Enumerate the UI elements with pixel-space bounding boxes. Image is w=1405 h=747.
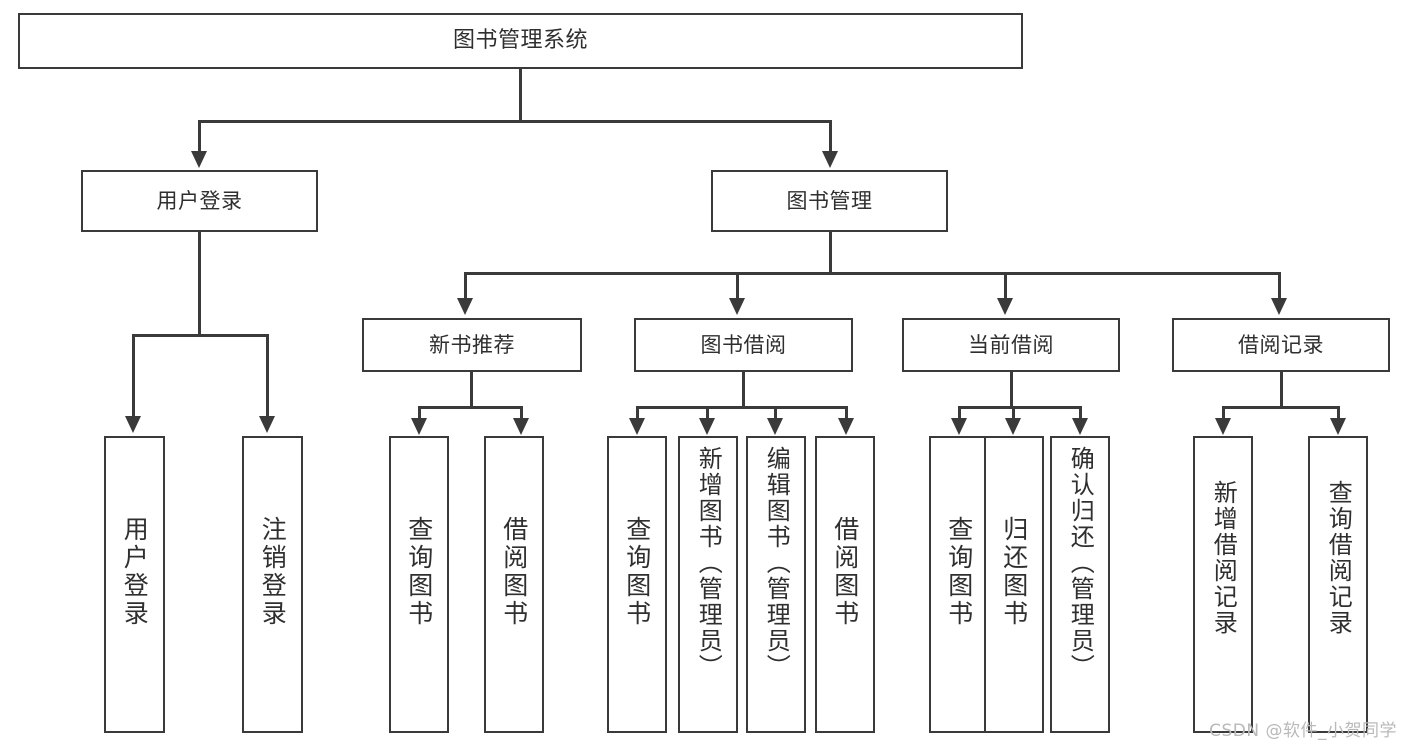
node-label: 借阅图书 (499, 516, 529, 628)
node-label: 查询图书 (404, 516, 434, 628)
connector-current-borrow-stem (1010, 372, 1013, 408)
node-leaf-user-logout[interactable]: 注销登录 (242, 436, 303, 733)
node-label: 归还图书 (999, 516, 1029, 628)
node-leaf-borrow-book-new-recommend[interactable]: 借阅图书 (484, 436, 544, 733)
connector-current-borrow-to-leaf-1 (958, 406, 961, 420)
arrowhead-leaf-add-book (699, 418, 715, 435)
node-label: 新增图书（管理员） (694, 446, 723, 680)
arrowhead-leaf-user-login (125, 416, 141, 433)
connector-user-login-bus (132, 334, 269, 337)
connector-book-borrow-to-leaf-3 (774, 406, 777, 420)
connector-borrow-record-bus (1222, 406, 1340, 409)
node-leaf-query-book-borrow[interactable]: 查询图书 (607, 436, 667, 733)
node-new-book-recommend[interactable]: 新书推荐 (362, 318, 582, 372)
connector-new-book-to-leaf-1 (418, 406, 421, 420)
connector-book-borrow-to-leaf-2 (706, 406, 709, 420)
arrowhead-leaf-borrow-book-1 (513, 418, 529, 435)
connector-book-manage-stem (829, 232, 832, 274)
node-leaf-borrow-book-borrow[interactable]: 借阅图书 (815, 436, 875, 733)
connector-book-manage-bus (464, 272, 1281, 275)
node-label: 查询借阅记录 (1324, 480, 1353, 636)
node-label: 图书管理 (786, 188, 873, 213)
node-label: 用户登录 (120, 516, 150, 628)
node-label: 查询图书 (944, 516, 974, 628)
connector-root-bus (198, 120, 832, 123)
arrowhead-new-book-recommend (457, 298, 473, 315)
connector-borrow-record-to-leaf-2 (1337, 406, 1340, 420)
node-leaf-query-book-current[interactable]: 查询图书 (929, 436, 989, 733)
connector-book-manage-to-new-book (464, 272, 467, 300)
connector-user-login-to-leaf-1 (132, 334, 135, 418)
node-label: 图书管理系统 (452, 28, 588, 54)
arrowhead-leaf-borrow-book-2 (838, 418, 854, 435)
node-label: 当前借阅 (968, 332, 1054, 357)
node-leaf-query-book-new-recommend[interactable]: 查询图书 (389, 436, 449, 733)
connector-new-book-stem (470, 372, 473, 408)
node-label: 用户登录 (156, 188, 243, 213)
connector-book-borrow-stem (742, 372, 745, 408)
connector-user-login-stem (198, 232, 201, 336)
node-leaf-add-borrow-record[interactable]: 新增借阅记录 (1193, 436, 1253, 733)
connector-root-to-user-login (198, 120, 201, 153)
arrowhead-book-borrow (729, 298, 745, 315)
arrowhead-leaf-edit-book (767, 418, 783, 435)
connector-root-stem (519, 69, 522, 122)
node-label: 借阅图书 (830, 516, 860, 628)
node-leaf-confirm-return-admin[interactable]: 确认归还（管理员） (1050, 436, 1110, 733)
arrowhead-book-manage (822, 151, 838, 168)
node-leaf-user-login[interactable]: 用户登录 (104, 436, 165, 733)
connector-book-manage-to-book-borrow (736, 272, 739, 300)
connector-current-borrow-to-leaf-3 (1079, 406, 1082, 420)
arrowhead-leaf-query-record (1330, 418, 1346, 435)
node-borrow-record[interactable]: 借阅记录 (1172, 318, 1390, 372)
node-label: 新增借阅记录 (1209, 480, 1238, 636)
node-book-borrow[interactable]: 图书借阅 (634, 318, 853, 372)
node-label: 新书推荐 (429, 332, 515, 357)
arrowhead-borrow-record (1271, 298, 1287, 315)
arrowhead-leaf-add-record (1215, 418, 1231, 435)
connector-new-book-bus (418, 406, 523, 409)
connector-book-borrow-to-leaf-1 (636, 406, 639, 420)
connector-book-manage-to-current-borrow (1004, 272, 1007, 300)
node-label: 编辑图书（管理员） (762, 446, 791, 680)
node-root-book-management-system[interactable]: 图书管理系统 (18, 13, 1023, 69)
node-label: 借阅记录 (1238, 332, 1324, 357)
node-label: 注销登录 (258, 516, 288, 628)
connector-root-to-book-manage (829, 120, 832, 153)
node-leaf-return-book[interactable]: 归还图书 (984, 436, 1044, 733)
arrowhead-current-borrow (997, 298, 1013, 315)
node-leaf-query-borrow-record[interactable]: 查询借阅记录 (1308, 436, 1368, 733)
arrowhead-leaf-query-book-1 (411, 418, 427, 435)
connector-current-borrow-bus (958, 406, 1082, 409)
connector-book-borrow-bus (636, 406, 848, 409)
connector-book-manage-to-borrow-record (1278, 272, 1281, 300)
arrowhead-leaf-confirm-return (1072, 418, 1088, 435)
arrowhead-leaf-query-book-2 (629, 418, 645, 435)
connector-current-borrow-to-leaf-2 (1012, 406, 1015, 420)
node-label: 查询图书 (622, 516, 652, 628)
node-user-login[interactable]: 用户登录 (81, 170, 318, 232)
arrowhead-leaf-user-logout (259, 416, 275, 433)
connector-new-book-to-leaf-2 (520, 406, 523, 420)
arrowhead-user-login (191, 151, 207, 168)
node-leaf-add-book-admin[interactable]: 新增图书（管理员） (678, 436, 738, 733)
connector-borrow-record-stem (1280, 372, 1283, 408)
node-leaf-edit-book-admin[interactable]: 编辑图书（管理员） (746, 436, 806, 733)
node-label: 图书借阅 (700, 332, 787, 357)
arrowhead-leaf-query-book-3 (951, 418, 967, 435)
connector-borrow-record-to-leaf-1 (1222, 406, 1225, 420)
arrowhead-leaf-return-book (1005, 418, 1021, 435)
node-book-management[interactable]: 图书管理 (711, 170, 948, 232)
node-current-borrow[interactable]: 当前借阅 (902, 318, 1120, 372)
node-label: 确认归还（管理员） (1066, 446, 1095, 680)
connector-user-login-to-leaf-2 (266, 334, 269, 418)
connector-book-borrow-to-leaf-4 (845, 406, 848, 420)
